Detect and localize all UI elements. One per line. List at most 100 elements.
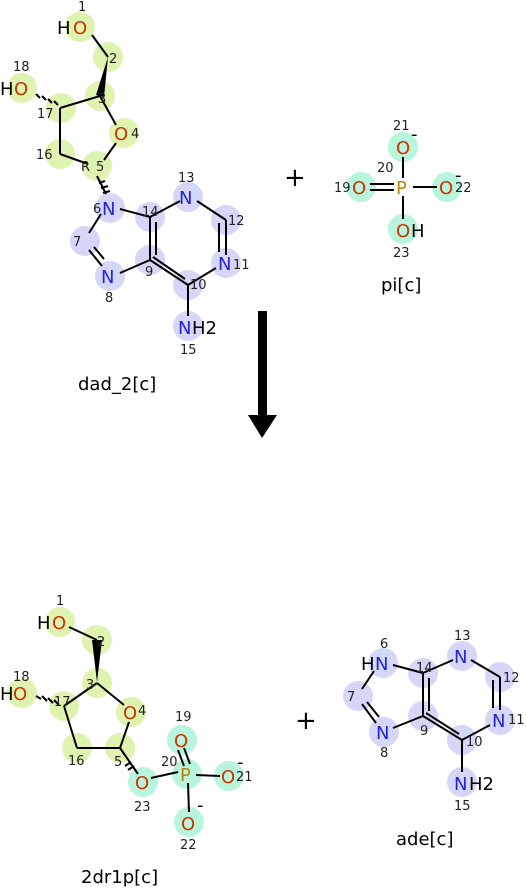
atom-numbers-pi: 19 20 21 22 23 [334,119,472,261]
plus-sign-products: + [295,706,317,736]
svg-text:8: 8 [105,291,113,306]
svg-text:1: 1 [78,0,86,15]
svg-text:10: 10 [466,735,483,750]
svg-text:P: P [180,765,191,786]
svg-text:6: 6 [93,202,101,217]
molecule-2dr1p: H O H O O O O P O O - - 1 2 3 4 5 16 17 … [0,594,253,888]
svg-text:O: O [174,731,188,752]
svg-text:5: 5 [96,160,104,175]
svg-text:O: O [221,767,235,788]
svg-text:O: O [396,221,410,242]
svg-text:21: 21 [393,119,410,134]
svg-text:P: P [396,178,407,199]
atoms-dad2: H O H O O N N N N N H2 [0,18,231,339]
svg-text:H: H [0,684,14,705]
svg-text:14: 14 [416,661,433,676]
svg-text:O: O [135,773,149,794]
svg-text:5: 5 [114,755,122,770]
svg-text:22: 22 [455,181,472,196]
molecule-label-ade: ade[c] [396,829,453,850]
molecule-ade: H N N N N N H2 6 7 8 9 10 11 12 13 14 15… [343,629,525,850]
svg-text:22: 22 [180,838,197,853]
svg-text:11: 11 [508,713,525,728]
svg-text:18: 18 [13,670,30,685]
svg-text:O: O [114,124,128,145]
svg-text:-: - [455,165,462,186]
svg-text:-: - [237,752,244,773]
svg-text:O: O [439,178,453,199]
svg-text:H: H [361,654,375,675]
svg-text:H: H [57,18,71,39]
molecule-dad2: H O H O O N N N N N H2 1 2 3 4 R 5 6 7 8… [0,0,250,395]
svg-text:14: 14 [142,205,159,220]
svg-text:21: 21 [236,770,253,785]
svg-text:O: O [123,703,137,724]
svg-text:16: 16 [36,148,53,163]
atom-numbers-ade: 6 7 8 9 10 11 12 13 14 15 [347,629,525,814]
svg-text:23: 23 [134,800,151,815]
svg-text:H2: H2 [192,318,217,339]
svg-text:15: 15 [180,343,197,358]
atoms-ade: H N N N N N H2 [361,647,505,795]
molecule-label-pi: pi[c] [381,275,421,296]
molecule-label-dad2: dad_2[c] [78,374,156,395]
svg-text:4: 4 [138,704,146,719]
svg-text:20: 20 [161,755,178,770]
svg-text:12: 12 [503,671,520,686]
svg-text:11: 11 [233,258,250,273]
svg-text:19: 19 [175,710,192,725]
atom-highlights-pi [346,132,462,244]
svg-text:3: 3 [86,678,94,693]
atom-highlights-2dr1p [7,607,244,837]
svg-text:-: - [411,124,418,145]
molecule-label-2dr1p: 2dr1p[c] [81,867,158,888]
svg-text:19: 19 [334,181,351,196]
atoms-pi: O O P O O H - - [352,124,462,242]
svg-text:N: N [454,647,467,668]
svg-text:O: O [396,138,410,159]
svg-text:N: N [376,723,389,744]
svg-text:20: 20 [377,161,394,176]
svg-text:O: O [181,814,195,835]
atom-numbers-2dr1p: 1 2 3 4 5 16 17 18 19 20 21 22 23 [13,594,253,853]
svg-text:4: 4 [131,127,139,142]
svg-text:17: 17 [54,695,71,710]
molecule-pi: O O P O O H - - 19 20 21 22 23 pi[c] [334,119,472,296]
svg-text:17: 17 [37,107,54,122]
bonds-dad2 [35,34,227,316]
svg-text:H: H [411,221,425,242]
atoms-2dr1p: H O H O O O O P O O - - [0,613,244,835]
atom-numbers-dad2: 1 2 3 4 R 5 6 7 8 9 10 11 12 13 14 15 16… [13,0,250,358]
svg-text:O: O [73,18,87,39]
svg-text:9: 9 [420,724,428,739]
svg-text:R: R [81,160,90,175]
svg-text:7: 7 [347,690,355,705]
svg-text:6: 6 [380,637,388,652]
svg-text:N: N [102,199,115,220]
svg-text:N: N [492,711,505,732]
plus-sign-reactants: + [284,163,306,193]
svg-text:15: 15 [454,799,471,814]
svg-text:9: 9 [145,265,153,280]
svg-text:10: 10 [190,278,207,293]
bonds-ade [361,659,501,772]
svg-text:1: 1 [56,594,64,609]
svg-text:N: N [179,188,192,209]
svg-text:12: 12 [228,214,245,229]
reaction-arrow [248,311,277,438]
svg-text:18: 18 [13,60,30,75]
svg-text:16: 16 [68,754,85,769]
svg-text:N: N [178,318,191,339]
svg-text:H2: H2 [469,774,494,795]
svg-text:7: 7 [73,235,81,250]
svg-text:O: O [352,178,366,199]
svg-text:23: 23 [393,246,410,261]
svg-text:N: N [101,267,114,288]
svg-text:8: 8 [380,746,388,761]
svg-text:13: 13 [454,629,471,644]
bonds-2dr1p [35,626,221,813]
svg-text:N: N [454,774,467,795]
svg-text:2: 2 [109,52,117,67]
svg-text:N: N [218,254,231,275]
